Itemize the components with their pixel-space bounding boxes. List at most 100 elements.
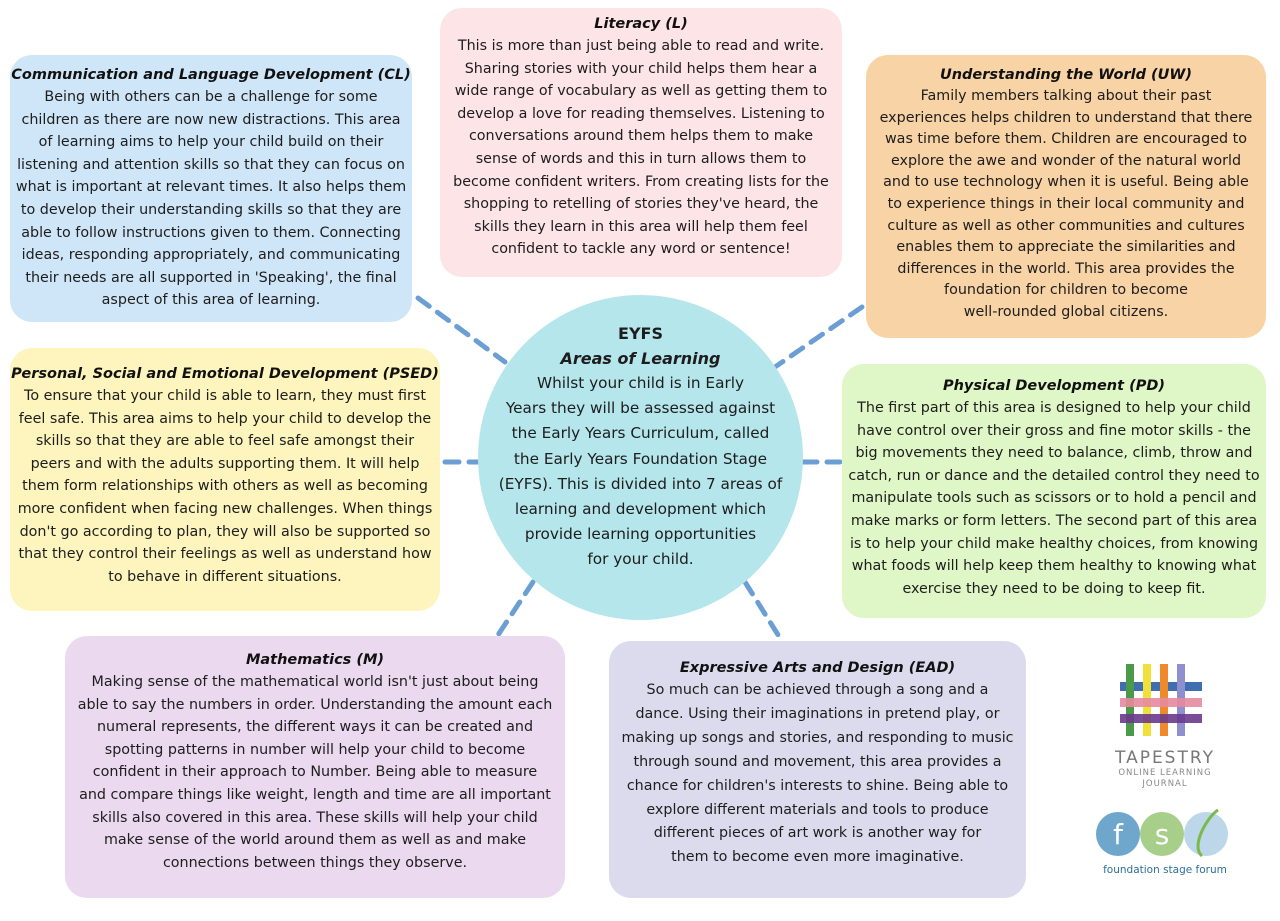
body-text: This is more than just being able to rea… xyxy=(440,35,842,261)
text-line: don't go according to plan, they will al… xyxy=(19,523,431,540)
text-line: what foods will help keep them healthy t… xyxy=(851,558,1257,575)
fsf-name: foundation stage forum xyxy=(1103,864,1227,876)
text-line: able to say the numbers in order. Unders… xyxy=(77,696,553,713)
area-title: Physical Development (PD) xyxy=(942,378,1166,394)
centre-title: EYFS xyxy=(618,324,663,343)
text-line: different pieces of art work is another … xyxy=(653,825,982,842)
text-line: ideas, responding appropriately, and com… xyxy=(21,247,401,264)
text-line: them form relationships with others as w… xyxy=(22,478,428,495)
text-line: manipulate tools such as scissors or to … xyxy=(851,490,1257,507)
text-line: Being with others can be a challenge for… xyxy=(44,89,378,105)
tapestry-name: TAPESTRY xyxy=(1115,748,1215,768)
text-line: feel safe. This area aims to help your c… xyxy=(18,410,432,427)
text-line: enables them to appreciate the similarit… xyxy=(896,239,1236,256)
body-text: To ensure that your child is able to lea… xyxy=(10,385,440,588)
text-line: dance. Using their imaginations in prete… xyxy=(635,705,1000,722)
text-line: exercise they need to be doing to keep f… xyxy=(902,580,1206,597)
text-line: confident to tackle any word or sentence… xyxy=(491,241,791,258)
text-line: Family members talking about their past xyxy=(920,88,1212,104)
text-line: sense of words and this in turn allows t… xyxy=(475,150,807,167)
text-line: them to become even more imaginative. xyxy=(671,849,964,866)
text-line: spotting patterns in number will help yo… xyxy=(104,741,526,758)
area-communication-language: Communication and Language Development (… xyxy=(10,55,412,322)
text-line: skills so that they are able to feel saf… xyxy=(35,433,415,450)
text-line: through sound and movement, this area pr… xyxy=(633,753,1002,770)
text-line: listening and attention skills so that t… xyxy=(17,156,405,173)
text-line: shopping to retelling of stories they've… xyxy=(463,196,819,213)
text-line: conversations around them helps them to … xyxy=(468,128,814,145)
body-text: The first part of this area is designed … xyxy=(842,397,1266,600)
body-text: Making sense of the mathematical world i… xyxy=(65,671,565,874)
text-line: aspect of this area of learning. xyxy=(101,292,321,309)
text-line: foundation for children to become xyxy=(944,282,1188,299)
text-line: (EYFS). This is divided into 7 areas of xyxy=(498,474,783,493)
text-line: skills also covered in this area. These … xyxy=(92,809,538,826)
text-line: to experience things in their local comm… xyxy=(887,195,1245,212)
text-line: The first part of this area is designed … xyxy=(857,400,1251,416)
text-line: Making sense of the mathematical world i… xyxy=(91,674,539,690)
text-line: that they control their feelings as well… xyxy=(18,546,432,563)
text-line: make sense of the world around them as w… xyxy=(103,832,527,849)
centre-circle: EYFS Areas of Learning Whilst your child… xyxy=(478,295,803,620)
svg-text:f: f xyxy=(1113,818,1124,851)
text-line: is to help your child make healthy choic… xyxy=(849,535,1259,552)
text-line: chance for children's interests to shine… xyxy=(626,777,1009,794)
text-line: confident in their approach to Number. B… xyxy=(92,764,538,781)
text-line: connections between things they observe. xyxy=(162,854,468,871)
text-line: wide range of vocabulary as well as gett… xyxy=(454,83,828,100)
text-line: was time before them. Children are encou… xyxy=(884,131,1248,148)
area-title: Expressive Arts and Design (EAD) xyxy=(679,660,956,676)
body-text: Family members talking about their past e… xyxy=(866,86,1266,324)
text-line: To ensure that your child is able to lea… xyxy=(24,388,426,404)
text-line: This is more than just being able to rea… xyxy=(457,38,825,54)
text-line: for your child. xyxy=(587,550,694,569)
text-line: their needs are all supported in 'Speaki… xyxy=(25,269,397,286)
area-title: Mathematics (M) xyxy=(245,652,385,668)
text-line: Years they will be assessed against xyxy=(505,399,776,418)
text-line: big movements they need to balance, clim… xyxy=(855,445,1253,462)
text-line: the Early Years Foundation Stage xyxy=(513,449,768,468)
text-line: well-rounded global citizens. xyxy=(963,303,1169,320)
area-literacy: Literacy (L) This is more than just bein… xyxy=(440,8,842,277)
text-line: explore the awe and wonder of the natura… xyxy=(890,152,1242,169)
text-line: So much can be achieved through a song a… xyxy=(646,682,989,698)
area-title: Communication and Language Development (… xyxy=(11,67,411,83)
text-line: and compare things like weight, length a… xyxy=(79,786,551,803)
logos: TAPESTRY ONLINE LEARNING JOURNAL f s fou… xyxy=(1090,660,1240,876)
area-physical-development: Physical Development (PD) The first part… xyxy=(842,364,1266,618)
text-line: learning and development which xyxy=(514,500,767,519)
area-title: Understanding the World (UW) xyxy=(939,67,1193,83)
centre-subtitle: Areas of Learning xyxy=(560,349,721,368)
text-line: Whilst your child is in Early xyxy=(536,374,745,392)
text-line: develop a love for reading themselves. L… xyxy=(457,105,825,122)
tapestry-logo-icon xyxy=(1120,664,1202,736)
text-line: of learning aims to help your child buil… xyxy=(38,134,384,151)
text-line: Sharing stories with your child helps th… xyxy=(464,60,818,77)
body-text: So much can be achieved through a song a… xyxy=(609,679,1026,870)
text-line: more confident when facing new challenge… xyxy=(17,500,433,517)
text-line: provide learning opportunities xyxy=(524,525,757,544)
text-line: differences in the world. This area prov… xyxy=(897,260,1235,277)
text-line: culture as well as other communities and… xyxy=(887,217,1245,234)
svg-text:s: s xyxy=(1155,818,1170,851)
text-line: become confident writers. From creating … xyxy=(453,173,829,190)
text-line: to develop their understanding skills so… xyxy=(20,201,402,218)
text-line: peers and with the adults supporting the… xyxy=(30,455,420,472)
area-title: Literacy (L) xyxy=(594,16,688,32)
area-title: Personal, Social and Emotional Developme… xyxy=(11,366,439,382)
body-text: Being with others can be a challenge for… xyxy=(10,86,412,312)
text-line: to behave in different situations. xyxy=(108,568,342,585)
text-line: make marks or form letters. The second p… xyxy=(850,512,1258,529)
text-line: catch, run or dance and the detailed con… xyxy=(848,467,1260,484)
area-understanding-world: Understanding the World (UW) Family memb… xyxy=(866,55,1266,338)
area-mathematics: Mathematics (M) Making sense of the math… xyxy=(65,636,565,898)
text-line: experiences helps children to understand… xyxy=(879,109,1253,126)
text-line: have control over their gross and fine m… xyxy=(857,422,1251,439)
text-line: children as there are now new distractio… xyxy=(21,111,401,128)
tapestry-tagline-2: JOURNAL xyxy=(1142,779,1188,789)
text-line: explore different materials and tools to… xyxy=(646,801,989,818)
text-line: numeral represents, the different ways i… xyxy=(96,719,534,736)
